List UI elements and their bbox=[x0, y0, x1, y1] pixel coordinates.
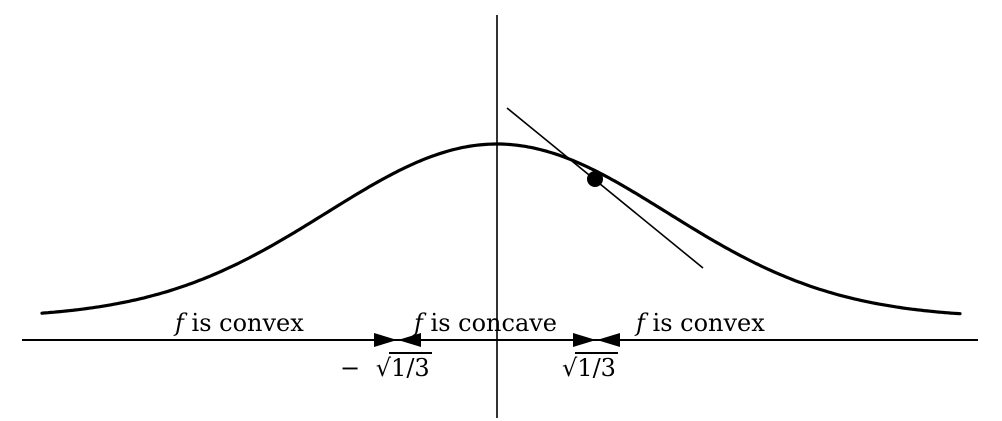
right-region-label: f is convex bbox=[636, 311, 765, 335]
negative-root-radical-sign: √ bbox=[375, 354, 392, 382]
middle-region-text: is concave bbox=[430, 309, 558, 337]
positive-root-radicand: 1/3 bbox=[575, 352, 618, 382]
left-region-function-name: f bbox=[175, 309, 184, 337]
bell-curve bbox=[40, 142, 962, 316]
arrowhead-left-left bbox=[398, 333, 421, 347]
right-region-function-name: f bbox=[636, 309, 645, 337]
inflection-point bbox=[587, 171, 603, 187]
arrowhead-right-left bbox=[597, 333, 620, 347]
positive-root-label: √1/3 bbox=[562, 352, 618, 380]
right-region-text: is convex bbox=[652, 309, 765, 337]
negative-root-radicand: 1/3 bbox=[389, 352, 432, 382]
left-region-label: f is convex bbox=[175, 311, 304, 335]
middle-region-label: f is concave bbox=[414, 311, 557, 335]
left-region-text: is convex bbox=[191, 309, 304, 337]
arrowhead-right-right bbox=[573, 333, 596, 347]
negative-sign: − bbox=[340, 354, 361, 382]
negative-root-label: − √1/3 bbox=[340, 352, 432, 380]
tangent-line bbox=[506, 107, 704, 269]
arrowhead-left-right bbox=[374, 333, 397, 347]
positive-root-radical-sign: √ bbox=[562, 354, 578, 382]
middle-region-function-name: f bbox=[414, 309, 423, 337]
